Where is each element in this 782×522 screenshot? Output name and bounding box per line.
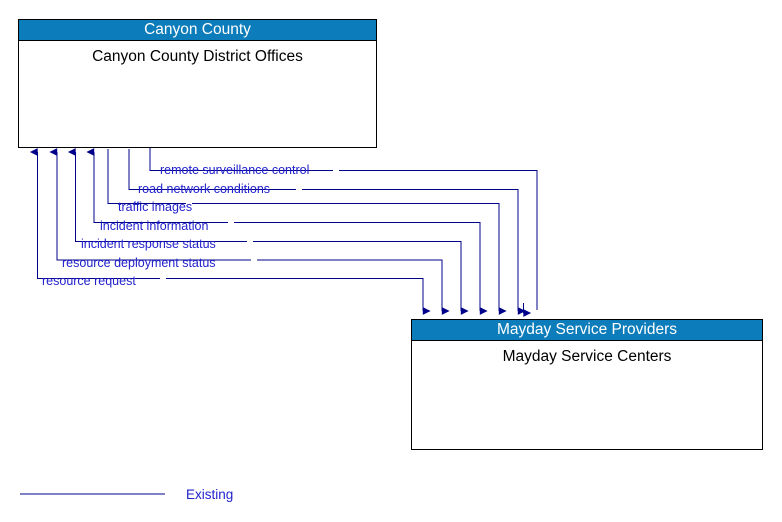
flow-line-resource-deployment-status [49, 148, 443, 302]
arrowheads-into-mayday [422, 302, 526, 315]
flow-label-traffic-images: traffic images [118, 200, 193, 214]
flow-label-road-network-conditions: road network conditions [138, 182, 271, 196]
node-canyon-county-body: Canyon County District Offices [92, 48, 303, 65]
flow-line-resource-request [29, 148, 424, 302]
node-canyon-county-header: Canyon County [19, 20, 376, 41]
node-mayday-service-providers-body: Mayday Service Centers [502, 348, 672, 365]
flow-label-remote-surveillance-control: remote surveillance control [160, 163, 310, 177]
node-mayday-service-providers[interactable]: Mayday Service Providers Mayday Service … [411, 319, 763, 450]
node-mayday-service-providers-header: Mayday Service Providers [412, 320, 762, 341]
flow-label-incident-response-status: incident response status [81, 237, 216, 251]
flow-label-resource-deployment-status: resource deployment status [62, 256, 216, 270]
legend-label-existing: Existing [186, 487, 234, 502]
node-canyon-county[interactable]: Canyon County Canyon County District Off… [18, 19, 377, 148]
flow-label-incident-information: incident information [100, 219, 209, 233]
flow-label-resource-request: resource request [42, 274, 136, 288]
label-elbow-stubs [36, 163, 157, 280]
flow-line-incident-information [86, 148, 481, 302]
flow-line-traffic-images [107, 149, 500, 302]
flow-line-incident-response-status [67, 148, 462, 302]
